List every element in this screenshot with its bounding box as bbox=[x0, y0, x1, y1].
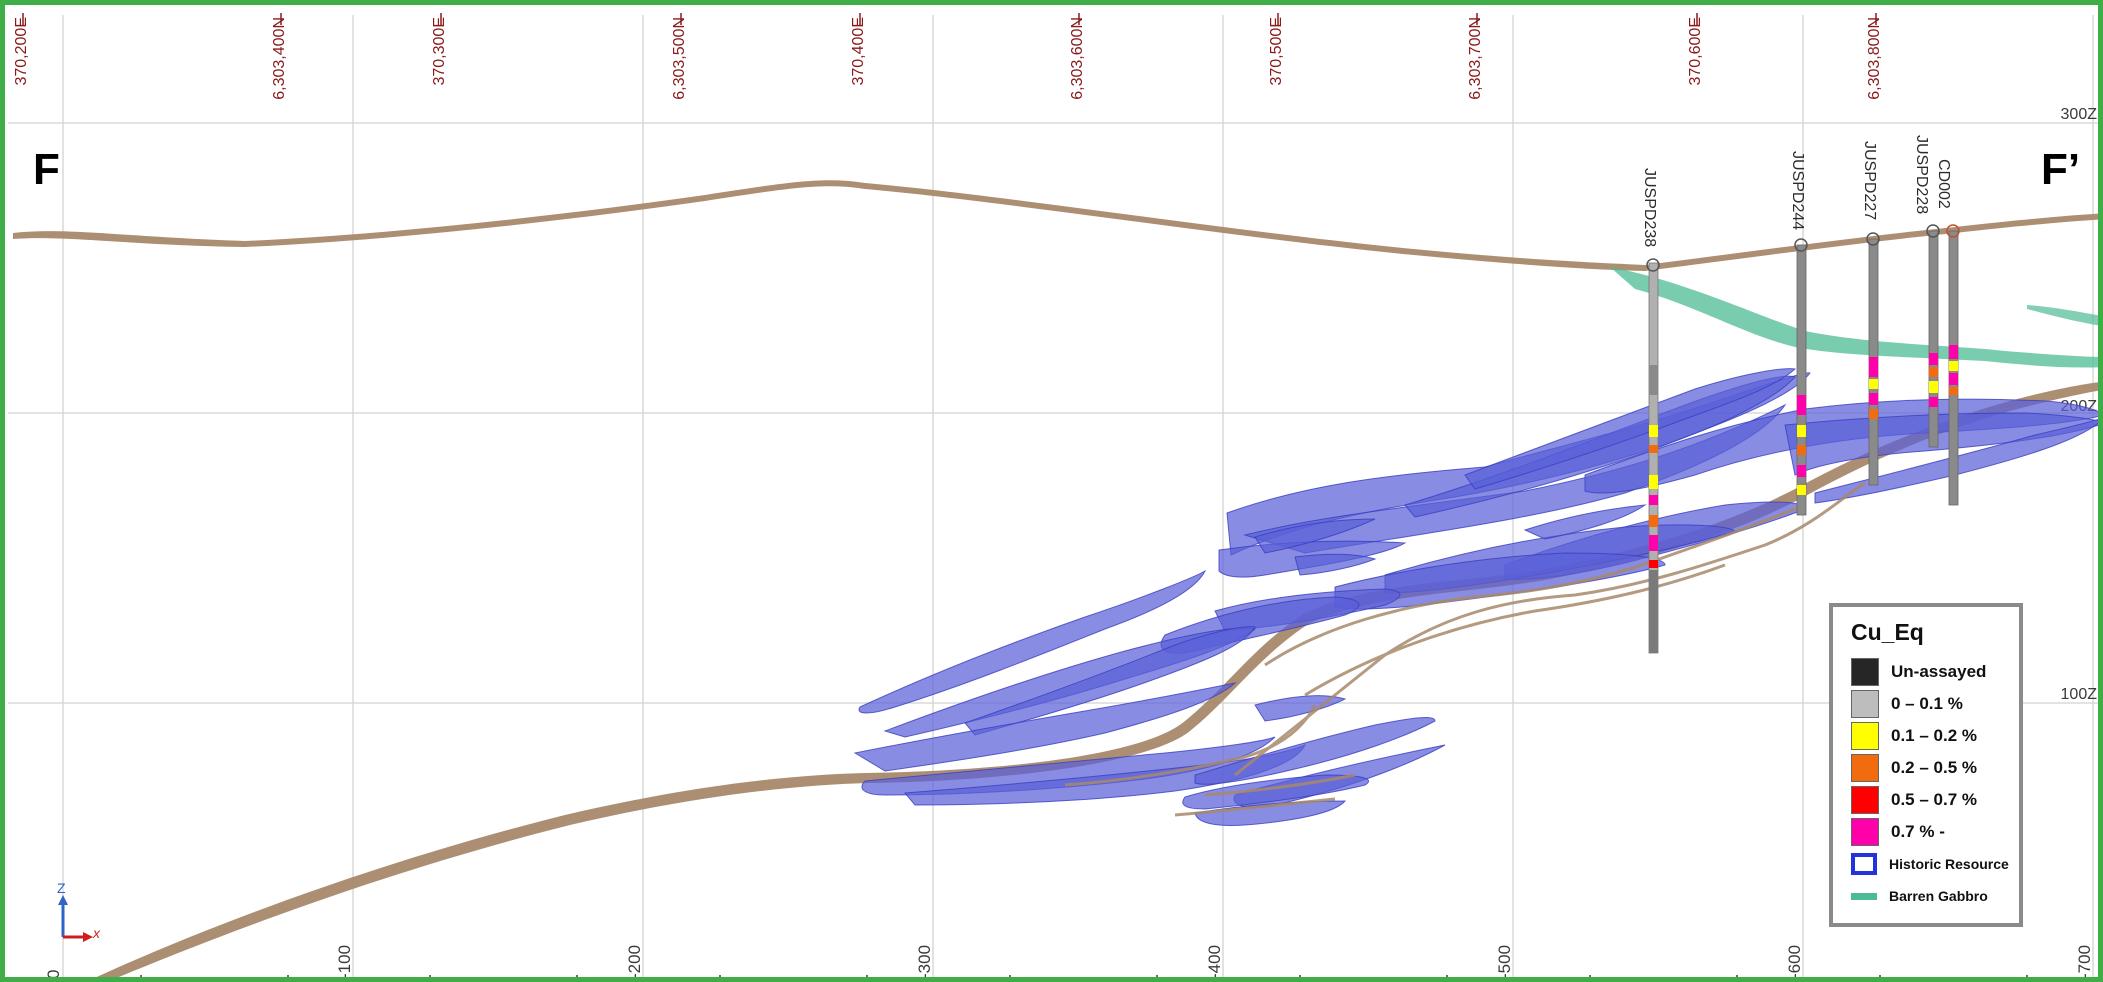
z-axis-label: Z bbox=[57, 880, 66, 896]
legend-title: Cu_Eq bbox=[1851, 619, 1924, 645]
collar-marker bbox=[1794, 238, 1808, 252]
chain-label-200: -200 bbox=[625, 945, 644, 979]
orientation-axes: Z X bbox=[57, 880, 101, 942]
legend-item-0.7-plus: 0.7 % - bbox=[1851, 816, 2009, 848]
barren-gabbro-unit bbox=[1610, 267, 2098, 368]
drillhole-label-jupd238: JUSPD238 bbox=[1641, 168, 1658, 247]
coord-label-6303400n: 6,303,400N bbox=[271, 17, 288, 100]
legend-item-unassayed: Un-assayed bbox=[1851, 656, 2009, 688]
legend-label: 0.1 – 0.2 % bbox=[1891, 726, 1978, 745]
drillhole-cd002[interactable]: CD002 bbox=[1935, 159, 1960, 506]
coord-label-370500e: 370,500E bbox=[1268, 17, 1285, 86]
section-start-label: F bbox=[33, 145, 60, 194]
historic-resource-swatch bbox=[1851, 853, 1877, 875]
drillhole-jupd227[interactable]: JUSPD227 bbox=[1861, 141, 1880, 486]
top-axis-ticks bbox=[22, 13, 1877, 25]
legend-panel: Cu_Eq Un-assayed 0 – 0.1 % 0.1 – 0.2 % 0… bbox=[1829, 603, 2023, 927]
legend-label: 0.5 – 0.7 % bbox=[1891, 790, 1978, 809]
x-axis-label: X bbox=[92, 925, 101, 941]
legend-swatch bbox=[1851, 818, 1879, 846]
chain-label-300: -300 bbox=[915, 945, 934, 979]
section-end-label: F’ bbox=[2041, 145, 2081, 194]
coord-label-6303700n: 6,303,700N bbox=[1467, 17, 1484, 100]
historic-resource-lenses bbox=[853, 368, 2098, 826]
chain-label-400: -400 bbox=[1205, 945, 1224, 979]
barren-gabbro-swatch bbox=[1851, 892, 1877, 900]
drillhole-jupd228[interactable]: JUSPD228 bbox=[1913, 135, 1940, 448]
bottom-axis-labels: 0 -100 -200 -300 -400 -500 -600 -700 bbox=[44, 945, 2094, 979]
legend-item-0.2-0.5: 0.2 – 0.5 % bbox=[1851, 752, 2009, 784]
collar-marker bbox=[1946, 224, 1960, 238]
legend-label: Un-assayed bbox=[1891, 662, 1987, 681]
cross-section-view[interactable]: 370,200E 6,303,400N 370,300E 6,303,500N … bbox=[5, 5, 2103, 982]
collar-marker bbox=[1866, 232, 1880, 246]
collar-marker bbox=[1646, 258, 1660, 272]
coord-label-370400e: 370,400E bbox=[850, 17, 867, 86]
chain-label-100: -100 bbox=[335, 945, 354, 979]
z-label-300: 300Z bbox=[2061, 106, 2098, 123]
chain-label-500: -500 bbox=[1495, 945, 1514, 979]
legend-swatch bbox=[1851, 786, 1879, 814]
legend-swatch bbox=[1851, 754, 1879, 782]
legend-label: 0 – 0.1 % bbox=[1891, 694, 1963, 713]
legend-item-0-0.1: 0 – 0.1 % bbox=[1851, 688, 2009, 720]
legend-label: Barren Gabbro bbox=[1889, 888, 1988, 904]
bottom-axis-ticks bbox=[140, 975, 2028, 977]
drillhole-label-jupd244: JUSPD244 bbox=[1789, 151, 1806, 230]
inner-horizon-bands bbox=[1064, 481, 1866, 817]
drillhole-label-cd002: CD002 bbox=[1935, 159, 1952, 209]
legend-item-0.5-0.7: 0.5 – 0.7 % bbox=[1851, 784, 2009, 816]
coord-label-370300e: 370,300E bbox=[431, 17, 448, 86]
chain-label-700: -700 bbox=[2075, 945, 2094, 979]
coord-label-370600e: 370,600E bbox=[1687, 17, 1704, 86]
drillhole-jupd244[interactable]: JUSPD244 bbox=[1789, 151, 1808, 516]
drillhole-label-jupd228: JUSPD228 bbox=[1913, 135, 1930, 214]
drillhole-label-jupd227: JUSPD227 bbox=[1861, 141, 1878, 220]
barren-gabbro-fragment bbox=[2027, 305, 2098, 326]
legend-swatch bbox=[1851, 658, 1879, 686]
legend-item-0.1-0.2: 0.1 – 0.2 % bbox=[1851, 720, 2009, 752]
legend-label: 0.2 – 0.5 % bbox=[1891, 758, 1978, 777]
coord-label-6303600n: 6,303,600N bbox=[1069, 17, 1086, 100]
chain-label-600: -600 bbox=[1785, 945, 1804, 979]
chain-label-0: 0 bbox=[44, 970, 63, 979]
drillhole-trace bbox=[1928, 230, 1939, 448]
coord-label-6303500n: 6,303,500N bbox=[671, 17, 688, 100]
legend-swatch bbox=[1851, 722, 1879, 750]
drillhole-trace bbox=[1796, 244, 1807, 516]
legend-swatch bbox=[1851, 690, 1879, 718]
z-label-100: 100Z bbox=[2061, 686, 2098, 703]
coord-label-370200e: 370,200E bbox=[13, 17, 30, 86]
collar-marker bbox=[1926, 224, 1940, 238]
top-axis-labels: 370,200E 6,303,400N 370,300E 6,303,500N … bbox=[13, 17, 1883, 100]
legend-label: Historic Resource bbox=[1889, 856, 2009, 872]
coord-label-6303800n: 6,303,800N bbox=[1866, 17, 1883, 100]
drillhole-jupd238[interactable]: JUSPD238 bbox=[1641, 168, 1660, 654]
legend-item-barren-gabbro: Barren Gabbro bbox=[1851, 880, 2009, 912]
legend-label: 0.7 % - bbox=[1891, 822, 1945, 841]
legend-item-historic-resource: Historic Resource bbox=[1851, 848, 2009, 880]
